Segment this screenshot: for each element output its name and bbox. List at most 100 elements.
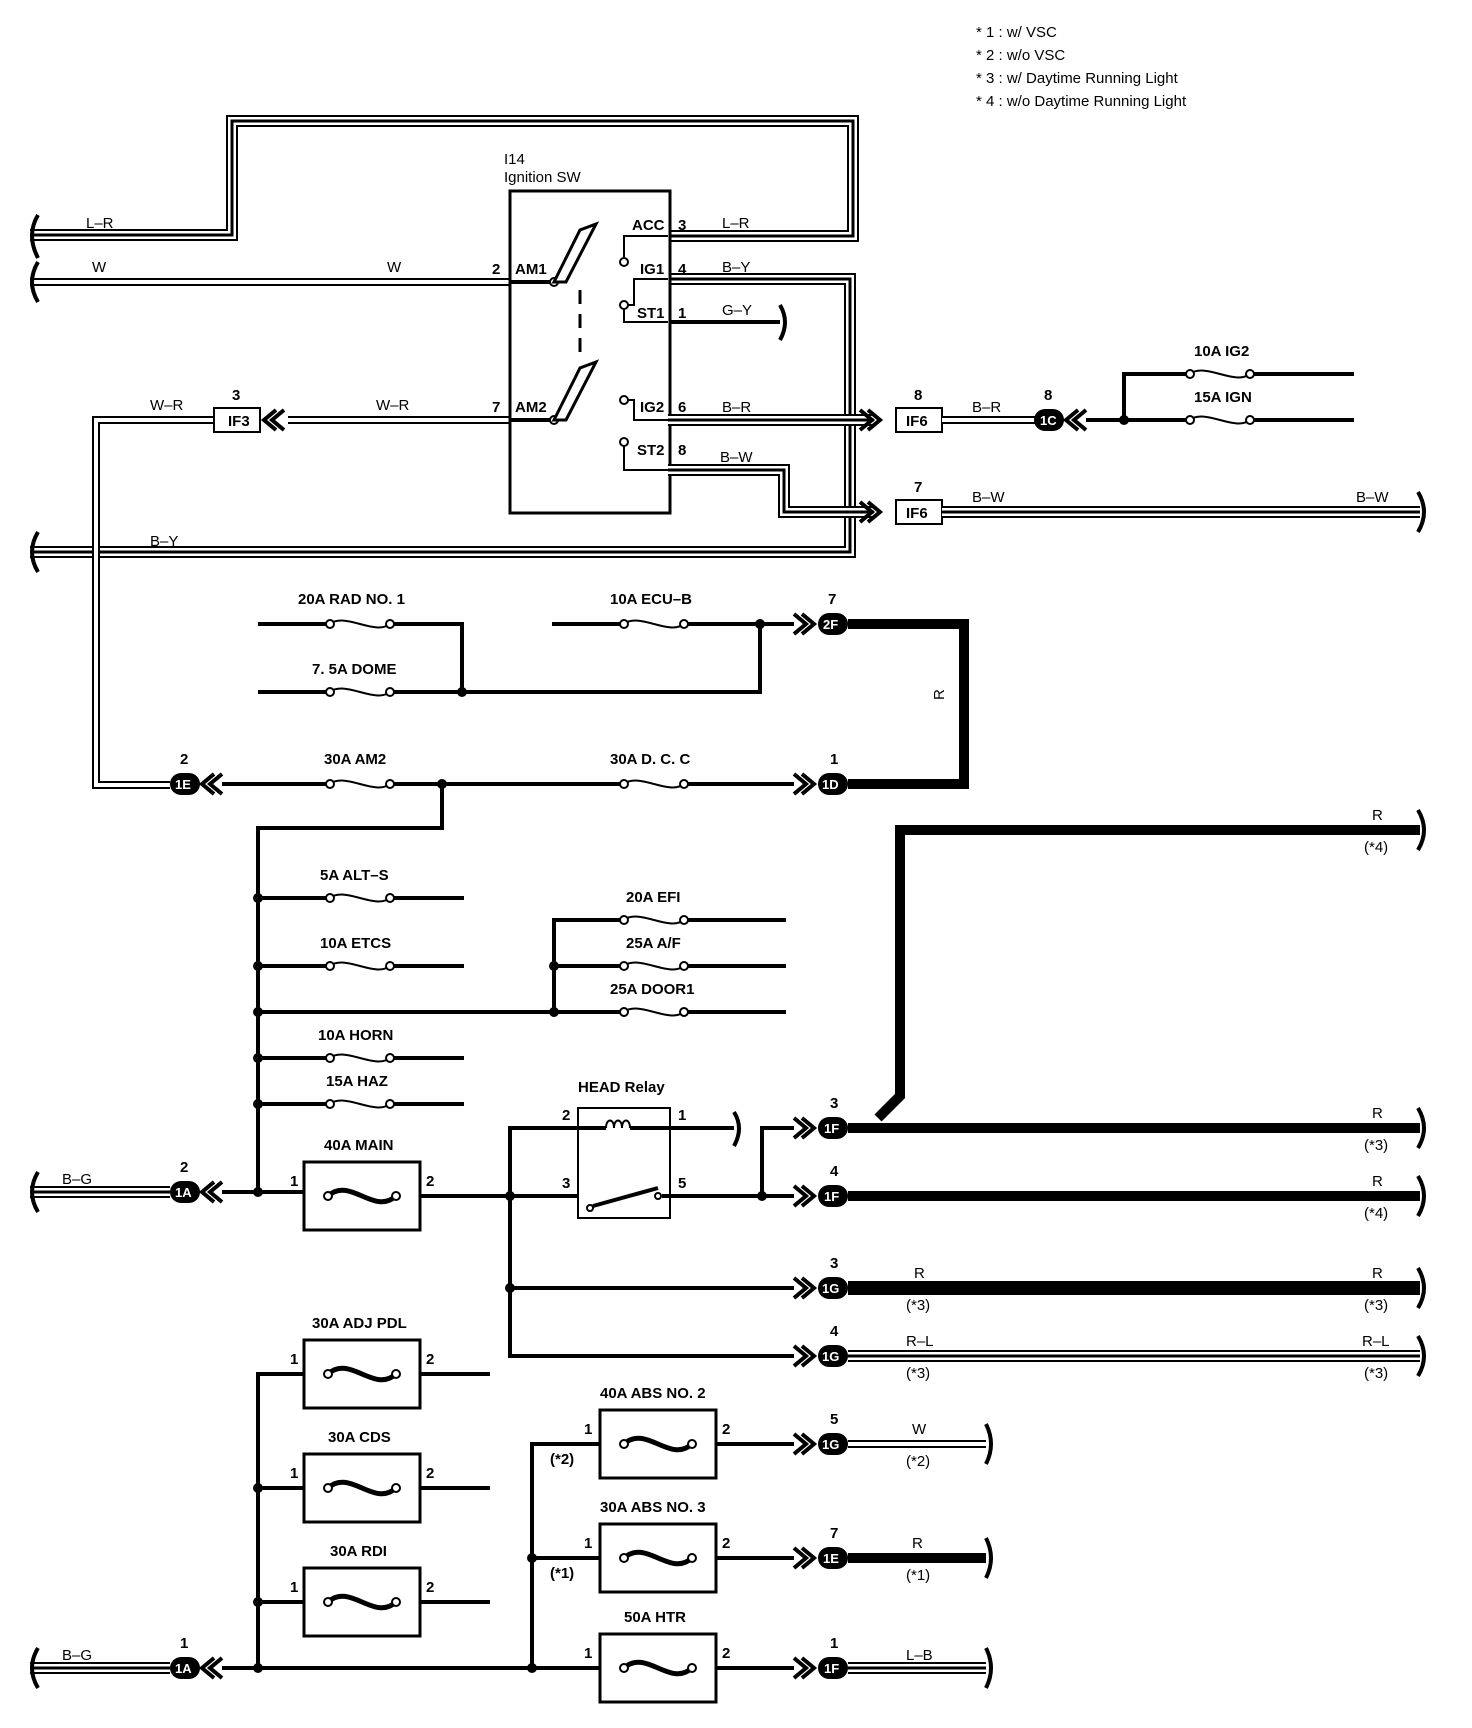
pin-ig1: 4 — [678, 261, 687, 278]
relay-pin-3: 3 — [562, 1175, 570, 1192]
wire-label-w-r-left: W–R — [150, 397, 184, 414]
connector-1g-4-pin: 4 — [830, 1323, 839, 1340]
connector-1d-label: 1D — [822, 777, 839, 792]
fuse-horn-label: 10A HORN — [318, 1027, 393, 1044]
wire-label-b-w-left: B–W — [720, 449, 753, 466]
connector-1f-1-label: 1F — [824, 1661, 839, 1676]
cond-abs3: (*1) — [550, 1565, 574, 1582]
wire-label-b-r-left: B–R — [722, 399, 751, 416]
lower-fuses-left: 30A ADJ PDL 1 2 30A CDS 1 2 30A RDI 1 2 — [253, 1315, 490, 1668]
wire-label-b-y-top: B–Y — [722, 259, 750, 276]
out-1f-1: 1F 1 L–B — [792, 1635, 993, 1689]
pin-am2: 7 — [492, 399, 500, 416]
fuse-adjpdl-pin2: 2 — [426, 1351, 434, 1368]
terminal-ig2: IG2 — [640, 399, 664, 416]
fuse-row-am2-dcc: 1E 2 30A AM2 30A D. C. C 1D 1 — [170, 751, 848, 1192]
fuse-ecub-label: 10A ECU–B — [610, 591, 692, 608]
wire-label-b-g-top: B–G — [62, 1171, 92, 1188]
connector-1f-4-label: 1F — [824, 1189, 839, 1204]
connector-1f-3-label: 1F — [824, 1121, 839, 1136]
cond-1g3-right: (*3) — [1364, 1297, 1388, 1314]
ignition-switch-id: I14 — [504, 151, 525, 168]
fuse-htr-pin2: 2 — [722, 1645, 730, 1662]
wire-w: W W — [30, 259, 510, 286]
fuse-group-rad-ecu-dome: 20A RAD NO. 1 7. 5A DOME 10A ECU–B 2F 7 — [258, 591, 848, 697]
connector-if3-label: IF3 — [228, 413, 250, 430]
fuse-cds-pin2: 2 — [426, 1465, 434, 1482]
fuse-adjpdl-label: 30A ADJ PDL — [312, 1315, 407, 1332]
connector-1a-1-label: 1A — [175, 1661, 192, 1676]
note-1: * 1 : w/ VSC — [976, 24, 1057, 41]
fuse-etcs-label: 10A ETCS — [320, 935, 391, 952]
connector-1f-4-pin: 4 — [830, 1163, 839, 1180]
wire-label-r-loop: R — [931, 689, 948, 700]
terminal-am2: AM2 — [515, 399, 547, 416]
wire-label-w-left: W — [92, 259, 107, 276]
wire-label-r-1g3-right: R — [1372, 1265, 1383, 1282]
connector-1e-2-pin: 2 — [180, 751, 188, 768]
head-relay: HEAD Relay 2 1 3 5 — [508, 1079, 794, 1219]
connector-if3: IF3 3 — [213, 387, 286, 433]
bottom-input: B–G 1A 1 — [30, 1442, 600, 1680]
relay-pin-5: 5 — [678, 1175, 686, 1192]
wire-label-b-r-right: B–R — [972, 399, 1001, 416]
bus-fuses-left: 5A ALT–S 10A ETCS 10A HORN 15A HAZ — [253, 867, 559, 1109]
cond-1f3: (*3) — [1364, 1137, 1388, 1154]
ignition-switch: I14 Ignition SW ACC AM1 IG1 ST1 AM2 IG2 … — [492, 151, 687, 515]
fuse-htr-pin1: 1 — [584, 1645, 592, 1662]
connector-1g-5-label: 1G — [822, 1437, 839, 1452]
pin-st1: 1 — [678, 305, 686, 322]
terminal-am1: AM1 — [515, 261, 547, 278]
connector-if6-8-pin: 8 — [914, 387, 922, 404]
cond-1g4-mid: (*3) — [906, 1365, 930, 1382]
wire-label-r-1e7: R — [912, 1535, 923, 1552]
connector-1e-2-label: 1E — [175, 777, 191, 792]
terminal-st2: ST2 — [637, 442, 665, 459]
ignition-switch-name: Ignition SW — [504, 169, 582, 186]
connector-if6-7-pin: 7 — [914, 479, 922, 496]
fuse-efi-label: 20A EFI — [626, 889, 680, 906]
connector-1a-2-pin: 2 — [180, 1159, 188, 1176]
connector-1g-3-label: 1G — [822, 1281, 839, 1296]
fuse-rdi-pin1: 1 — [290, 1579, 298, 1596]
cond-1g4-right: (*3) — [1364, 1365, 1388, 1382]
notes-legend: * 1 : w/ VSC * 2 : w/o VSC * 3 : w/ Dayt… — [976, 24, 1187, 110]
bus-fuses-right: 20A EFI 25A A/F 25A DOOR1 — [549, 889, 786, 1017]
cond-upper: (*4) — [1364, 839, 1388, 856]
cond-1g5: (*2) — [906, 1453, 930, 1470]
wire-label-b-w-right: B–W — [1356, 489, 1389, 506]
pin-st2: 8 — [678, 442, 686, 459]
wire-r-loop: R — [848, 619, 969, 789]
connector-1g-5-pin: 5 — [830, 1411, 838, 1428]
cond-1f4: (*4) — [1364, 1205, 1388, 1222]
terminal-st1: ST1 — [637, 305, 665, 322]
out-1f-4: 1F 4 R (*4) — [792, 1163, 1420, 1222]
fuse-main-pin2: 2 — [426, 1173, 434, 1190]
wire-label-w-1g5: W — [912, 1421, 927, 1438]
wire-label-w-r-mid: W–R — [376, 397, 410, 414]
pin-am1: 2 — [492, 261, 500, 278]
out-1g-5: 1G 5 W (*2) — [792, 1411, 993, 1470]
wire-label-l-r-left: L–R — [86, 215, 114, 232]
wire-label-r-l-right: R–L — [1362, 1333, 1390, 1350]
fuse-abs2-pin2: 2 — [722, 1421, 730, 1438]
fuse-adjpdl-pin1: 1 — [290, 1351, 298, 1368]
connector-2f-label: 2F — [823, 617, 838, 632]
fuse-htr-label: 50A HTR — [624, 1609, 686, 1626]
fuse-rdi-label: 30A RDI — [330, 1543, 387, 1560]
fuse-ig2-label: 10A IG2 — [1194, 343, 1249, 360]
note-4: * 4 : w/o Daytime Running Light — [976, 93, 1187, 110]
connector-if6-7-label: IF6 — [906, 505, 928, 522]
out-1f-3: 1F 3 R (*3) — [792, 1095, 1420, 1154]
wire-l-r-top: L–R L–R — [30, 115, 859, 242]
terminal-ig1: IG1 — [640, 261, 664, 278]
fuse-pair-ig: 10A IG2 15A IGN — [1122, 343, 1354, 425]
connector-if3-pin: 3 — [232, 387, 240, 404]
lower-fuses-right: 40A ABS NO. 2 1 2 (*2) 30A ABS NO. 3 1 2… — [550, 1385, 794, 1704]
wire-label-r-1f4: R — [1372, 1173, 1383, 1190]
cond-abs2: (*2) — [550, 1451, 574, 1468]
relay-label: HEAD Relay — [578, 1079, 665, 1096]
wire-label-r-upper: R — [1372, 807, 1383, 824]
connector-1a-2-label: 1A — [175, 1185, 192, 1200]
